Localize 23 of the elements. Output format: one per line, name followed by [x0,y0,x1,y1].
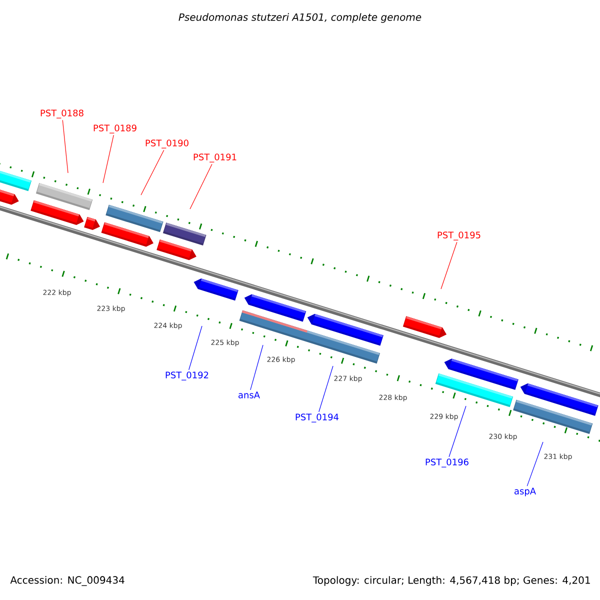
genome-info-text: Topology: circular; Length: 4,567,418 bp; Genes: 4,201 [312,576,590,586]
leader-line [440,242,458,290]
leader-line [62,120,68,174]
gene-label: PST_0191 [194,154,236,162]
gene-label: PST_0188 [40,110,84,118]
leader-line [318,366,334,412]
leader-line [102,134,114,184]
gene-label: PST_0194 [296,414,339,422]
gene-label: PST_0189 [94,124,136,134]
leader-line [188,326,202,370]
title: Pseudomonas stutzeri A1501, complete genome [178,13,422,23]
leader-line [190,164,212,210]
leader-line [526,442,544,486]
gene-label: PST_0195 [438,232,480,240]
gene-label: PST_0196 [426,458,468,468]
gene-label: PST_0192 [166,372,208,380]
leader-line [250,344,264,390]
leader-line [448,406,466,458]
gene-label: ansA [238,392,260,398]
gene-label: aspA [514,488,536,496]
accession-text: Accession: NC_009434 [10,576,124,586]
gene-label: PST_0190 [146,140,188,148]
leader-line [140,150,164,196]
